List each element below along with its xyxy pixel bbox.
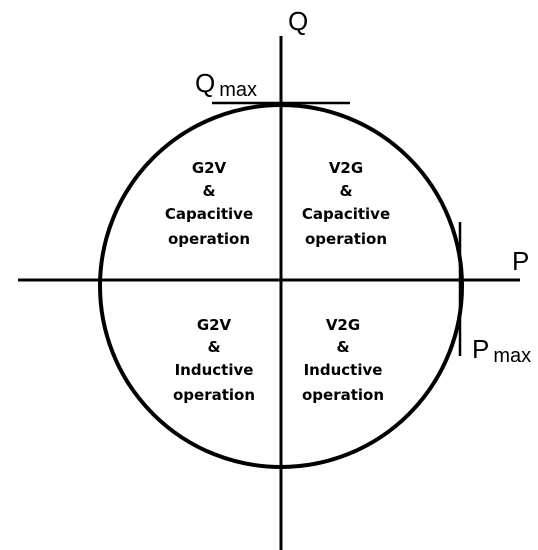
p-max-main: P (472, 334, 489, 364)
quadrant-text-line: V2G (329, 159, 363, 177)
quadrant-text-line: G2V (197, 316, 232, 334)
quadrant-text-line: operation (305, 230, 387, 248)
quadrant-text-line: Capacitive (165, 205, 253, 223)
p-max-label: P max (472, 334, 531, 367)
quadrant-top-left: G2V & Capacitive operation (165, 159, 253, 248)
quadrant-text-line: Inductive (175, 361, 254, 379)
p-axis-label: P (512, 246, 529, 276)
quadrant-text-line: operation (168, 230, 250, 248)
q-axis-label: Q (288, 6, 308, 36)
quadrant-text-line: operation (302, 386, 384, 404)
quadrant-text-line: V2G (326, 316, 360, 334)
quadrant-text-line: Inductive (304, 361, 383, 379)
p-max-sub: max (493, 345, 531, 367)
quadrant-text-line: Capacitive (302, 205, 390, 223)
quadrant-bottom-right: V2G & Inductive operation (302, 316, 384, 404)
quadrant-bottom-left: G2V & Inductive operation (173, 316, 255, 404)
quadrant-text-line: & (336, 338, 349, 356)
quadrant-text-line: & (339, 182, 352, 200)
quadrant-top-right: V2G & Capacitive operation (302, 159, 390, 248)
quadrant-text-line: operation (173, 386, 255, 404)
q-max-main: Q (195, 68, 215, 98)
q-max-sub: max (219, 79, 257, 101)
quadrant-text-line: & (207, 338, 220, 356)
quadrant-text-line: G2V (192, 159, 227, 177)
quadrant-text-line: & (202, 182, 215, 200)
q-max-label: Q max (195, 68, 257, 101)
